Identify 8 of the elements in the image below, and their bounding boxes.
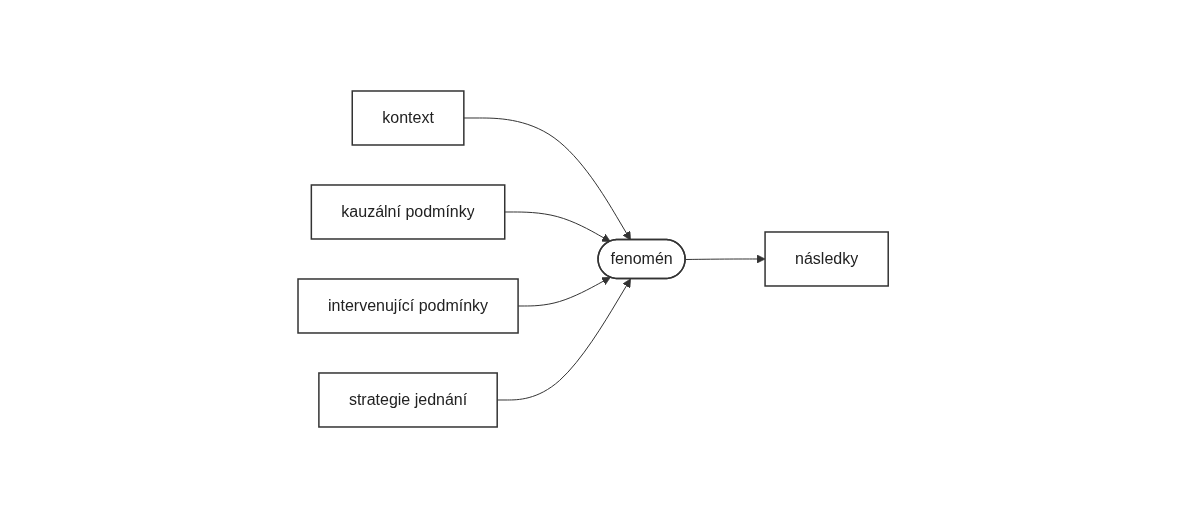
node-box: kauzální podmínky bbox=[310, 184, 506, 240]
arrow bbox=[463, 117, 631, 241]
node-box: intervenující podmínky bbox=[297, 278, 519, 334]
arrow bbox=[504, 211, 611, 242]
node-box: kontext bbox=[351, 90, 465, 146]
node-box: následky bbox=[764, 231, 889, 287]
arrow bbox=[517, 276, 611, 307]
node-box: strategie jednání bbox=[318, 372, 498, 428]
